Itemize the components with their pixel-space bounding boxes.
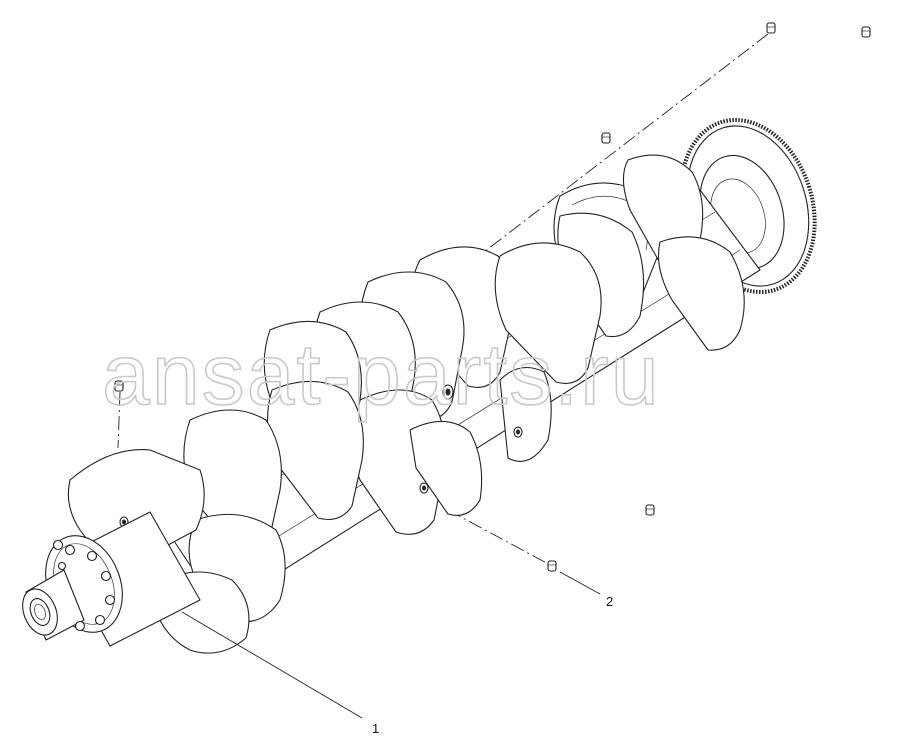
watermark: ansat-parts.ru <box>102 327 661 423</box>
crankshaft-nose <box>22 511 201 647</box>
plug-icon <box>114 380 124 392</box>
plug-icon <box>645 504 655 516</box>
crankshaft <box>22 118 817 654</box>
plug-icon <box>601 132 611 144</box>
callout-2-label: 2 <box>606 594 613 609</box>
callout-leaders <box>181 571 601 719</box>
plug-icon <box>547 560 557 572</box>
oil-holes <box>119 384 523 528</box>
plugs <box>114 22 871 572</box>
plug-icon <box>861 26 871 38</box>
crank-webs <box>67 154 745 654</box>
nose-bolt-holes <box>52 539 116 632</box>
plug-icon <box>766 22 776 34</box>
callout-1-label: 1 <box>372 721 379 736</box>
centerlines <box>117 33 769 567</box>
